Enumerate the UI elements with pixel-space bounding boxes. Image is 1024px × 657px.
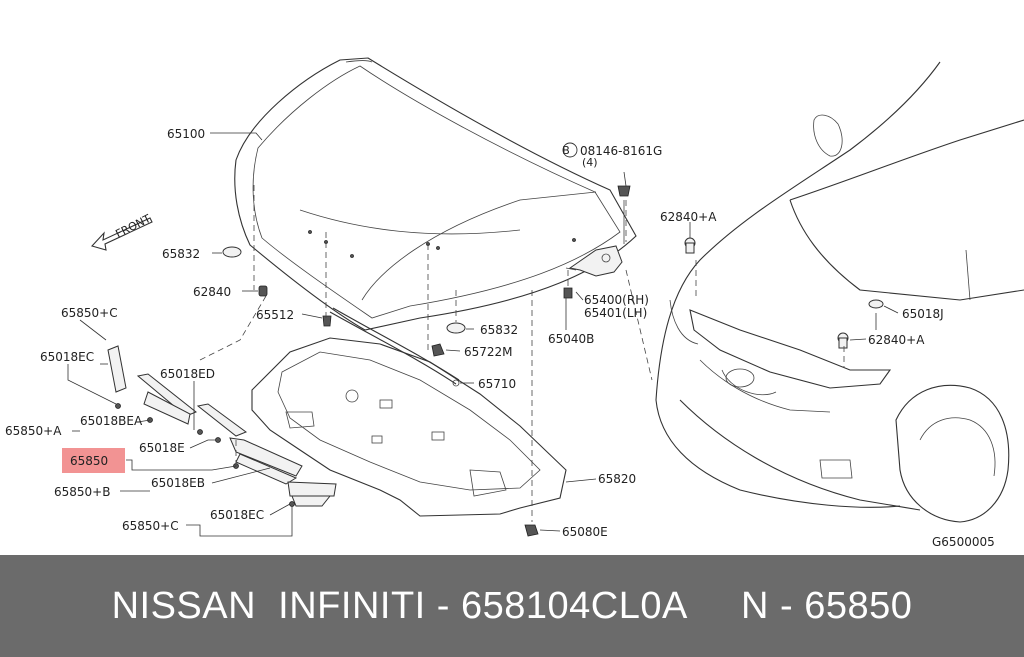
fasteners: [115, 230, 884, 537]
label-65722m: 65722M: [464, 345, 513, 359]
hood-hinge: [565, 185, 631, 277]
parts-diagram: FRONT: [5, 57, 1024, 549]
label-65018ec-left: 65018EC: [40, 350, 94, 364]
label-65018j: 65018J: [902, 307, 944, 321]
label-65080e: 65080E: [562, 525, 608, 539]
part-number-banner: NISSAN INFINITI - 658104CL0A N - 65850: [0, 555, 1024, 657]
label-65018bea: 65018BEA: [80, 414, 143, 428]
label-65018ed: 65018ED: [160, 367, 215, 381]
figure-code: G6500005: [932, 535, 995, 549]
b-bolt-symbol-icon: [562, 142, 578, 158]
label-65400-rh: 65400(RH): [584, 293, 649, 307]
label-62840a-right: 62840+A: [868, 333, 925, 347]
label-65100: 65100: [167, 127, 205, 141]
leader-lines: [67, 132, 899, 537]
label-62840a-top: 62840+A: [660, 210, 717, 224]
label-62840: 62840: [193, 285, 231, 299]
callout-labels: 65100 B 08146-8161G (4) 62840+A 65832 62…: [5, 127, 995, 549]
label-65850c-top: 65850+C: [61, 306, 118, 320]
label-08146-qty: (4): [582, 156, 598, 169]
guide-lines: [199, 185, 845, 522]
label-65512: 65512: [256, 308, 294, 322]
front-arrow-icon: [90, 217, 153, 251]
cowl-seal-parts: [107, 345, 337, 507]
label-65850c-bottom: 65850+C: [122, 519, 179, 533]
label-65850a: 65850+A: [5, 424, 62, 438]
part-number-text: NISSAN INFINITI - 658104CL0A N - 65850: [111, 584, 913, 627]
label-65018ec-bottom: 65018EC: [210, 508, 264, 522]
diagram-drawing: FRONT: [5, 57, 1024, 549]
label-65710: 65710: [478, 377, 516, 391]
label-65832-mid: 65832: [480, 323, 518, 337]
label-65018e: 65018E: [139, 441, 185, 455]
label-65401-lh: 65401(LH): [584, 306, 647, 320]
label-65850-highlighted: 65850: [70, 454, 108, 468]
hood-panel: [234, 57, 637, 331]
vehicle-front: [655, 61, 1024, 523]
label-65820: 65820: [598, 472, 636, 486]
front-label: FRONT: [113, 212, 153, 241]
label-b-symbol: B: [562, 144, 570, 157]
highlight-box: [62, 448, 125, 473]
label-65850b: 65850+B: [54, 485, 110, 499]
label-65832-left: 65832: [162, 247, 200, 261]
hood-insulator: [251, 337, 567, 517]
label-65018eb: 65018EB: [151, 476, 205, 490]
label-65040b: 65040B: [548, 332, 594, 346]
label-08146-8161g: 08146-8161G: [580, 144, 662, 158]
